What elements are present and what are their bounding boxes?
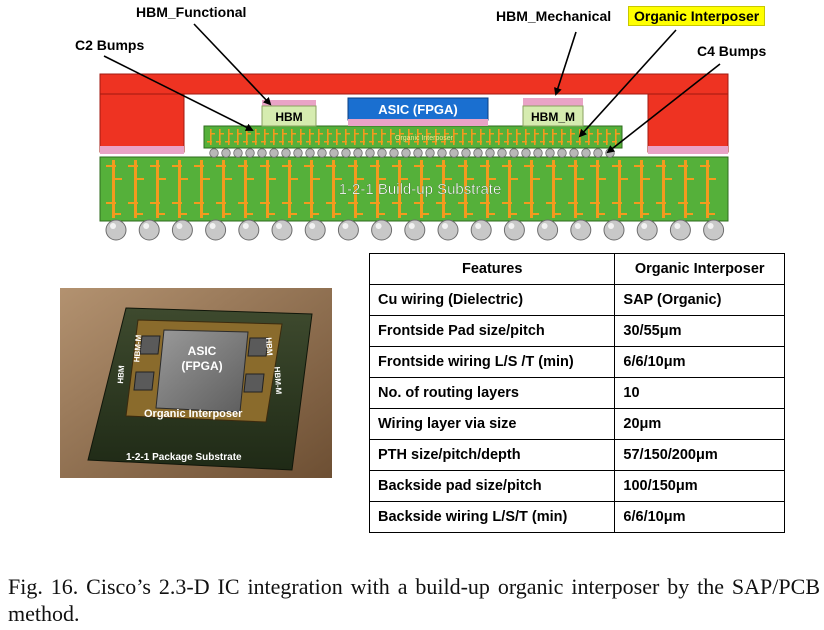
substrate-label: 1-2-1 Build-up Substrate bbox=[339, 181, 502, 198]
hbm-functional-callout: HBM_Functional bbox=[136, 4, 247, 20]
callout-arrows bbox=[103, 23, 721, 154]
feature-cell: No. of routing layers bbox=[368, 377, 616, 409]
value-cell: 10 bbox=[614, 377, 785, 409]
bga-balls bbox=[105, 219, 725, 241]
hbm-label: HBM bbox=[275, 110, 302, 124]
organic-interposer-callout: Organic Interposer bbox=[628, 6, 766, 26]
photo-hbm-m-right-label: HBM-M bbox=[272, 366, 284, 395]
photo-hbm-left-label: HBM bbox=[115, 365, 127, 384]
c4-bumps-callout: C4 Bumps bbox=[697, 43, 767, 59]
asic-label: ASIC (FPGA) bbox=[378, 102, 457, 117]
table-header-row: Features Organic Interposer bbox=[368, 253, 785, 285]
package-photo: ASIC (FPGA) HBM HBM-M HBM HBM-M Organic … bbox=[60, 288, 332, 478]
feature-cell: Frontside Pad size/pitch bbox=[368, 315, 616, 347]
photo-hbm-right-label: HBM bbox=[263, 337, 275, 356]
interposer-small-label: Organic Interposer bbox=[395, 135, 454, 142]
photo-asic-label: ASIC (FPGA) bbox=[181, 344, 223, 373]
feature-cell: Backside pad size/pitch bbox=[368, 470, 616, 502]
value-cell: 20μm bbox=[614, 408, 785, 440]
value-cell: 57/150/200μm bbox=[614, 439, 785, 471]
table-row: Frontside wiring L/S /T (min)6/6/10μm bbox=[368, 346, 785, 378]
value-cell: 6/6/10μm bbox=[614, 346, 785, 378]
photo-substrate-label: 1-2-1 Package Substrate bbox=[126, 452, 242, 463]
c4-bumps bbox=[209, 148, 615, 158]
hbm-mechanical-callout: HBM_Mechanical bbox=[496, 8, 612, 24]
value-cell: 6/6/10μm bbox=[614, 501, 785, 533]
hbm-mechanical-die: HBM_M bbox=[522, 98, 584, 127]
header-organic-interposer: Organic Interposer bbox=[614, 253, 785, 285]
lid bbox=[99, 73, 729, 154]
value-cell: 30/55μm bbox=[614, 315, 785, 347]
hbm-m-label: HBM_M bbox=[531, 110, 575, 124]
value-cell: SAP (Organic) bbox=[614, 284, 785, 316]
photo-interposer-label: Organic Interposer bbox=[144, 408, 243, 420]
organic-interposer-layer: Organic Interposer bbox=[203, 125, 623, 149]
feature-cell: Frontside wiring L/S /T (min) bbox=[368, 346, 616, 378]
photo-hbm-m-left-label: HBM-M bbox=[132, 334, 144, 363]
header-features: Features bbox=[368, 253, 616, 285]
cross-section-diagram: Organic Interposer HBM ASIC (FPGA) HBM_M… bbox=[0, 0, 824, 250]
table-row: Backside wiring L/S/T (min)6/6/10μm bbox=[368, 501, 785, 533]
c2-bumps-callout: C2 Bumps bbox=[75, 37, 145, 53]
build-up-substrate bbox=[99, 156, 729, 222]
feature-cell: Cu wiring (Dielectric) bbox=[368, 284, 616, 316]
cross-section-drawing: Organic Interposer HBM ASIC (FPGA) HBM_M… bbox=[99, 23, 729, 241]
table-row: Cu wiring (Dielectric)SAP (Organic) bbox=[368, 284, 785, 316]
value-cell: 100/150μm bbox=[614, 470, 785, 502]
asic-die: ASIC (FPGA) bbox=[347, 97, 489, 126]
feature-cell: PTH size/pitch/depth bbox=[368, 439, 616, 471]
feature-cell: Backside wiring L/S/T (min) bbox=[368, 501, 616, 533]
figure-caption: Fig. 16. Cisco’s 2.3-D IC integration wi… bbox=[8, 574, 820, 626]
feature-cell: Wiring layer via size bbox=[368, 408, 616, 440]
hbm-functional-die: HBM bbox=[261, 100, 317, 127]
package-photo-drawing bbox=[60, 288, 332, 478]
features-table: Features Organic Interposer Cu wiring (D… bbox=[368, 253, 785, 533]
